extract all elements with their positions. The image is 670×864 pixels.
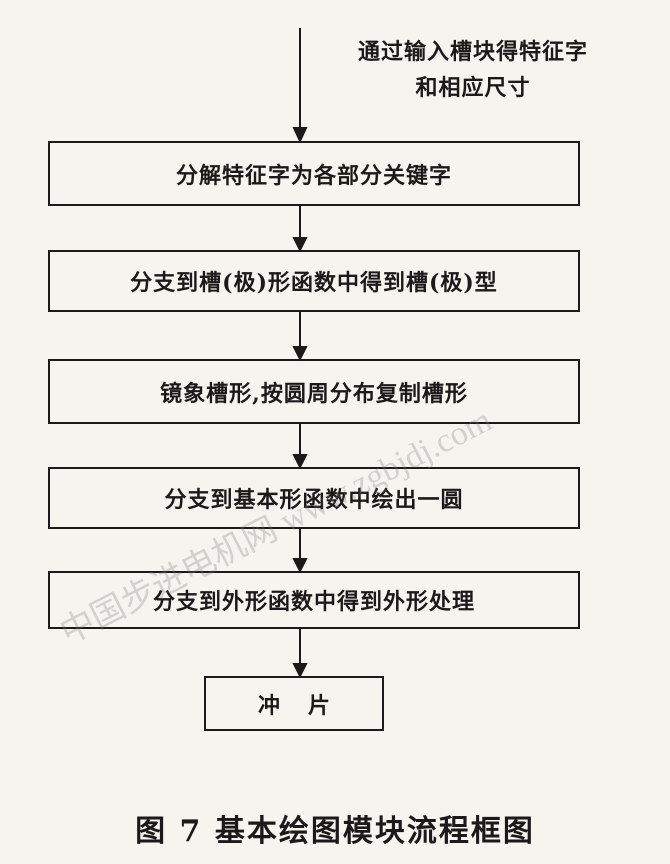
step-box-outline-function: 分支到外形函数中得到外形处理 [48, 571, 580, 629]
step-box-decompose: 分解特征字为各部分关键字 [48, 141, 580, 206]
arrowhead-2-3 [292, 346, 308, 362]
step-box-punch: 冲片 [204, 676, 384, 731]
input-label-line-2: 和相应尺寸 [415, 75, 531, 101]
input-label: 通过输入槽块得特征字 和相应尺寸 [318, 34, 628, 106]
input-label-line-1: 通过输入槽块得特征字 [357, 39, 588, 65]
step-box-mirror-slot: 镜象槽形,按圆周分布复制槽形 [48, 359, 580, 424]
arrowhead-1-2 [292, 237, 308, 253]
step-box-draw-circle: 分支到基本形函数中绘出一圆 [48, 467, 580, 529]
arrowhead-4-5 [292, 558, 308, 574]
input-arrowhead [292, 127, 308, 144]
step-box-slot-function: 分支到槽(极)形函数中得到槽(极)型 [48, 250, 580, 312]
figure-caption: 图 7 基本绘图模块流程框图 [135, 814, 535, 849]
arrowhead-5-6 [292, 663, 308, 679]
arrowhead-3-4 [292, 454, 308, 470]
